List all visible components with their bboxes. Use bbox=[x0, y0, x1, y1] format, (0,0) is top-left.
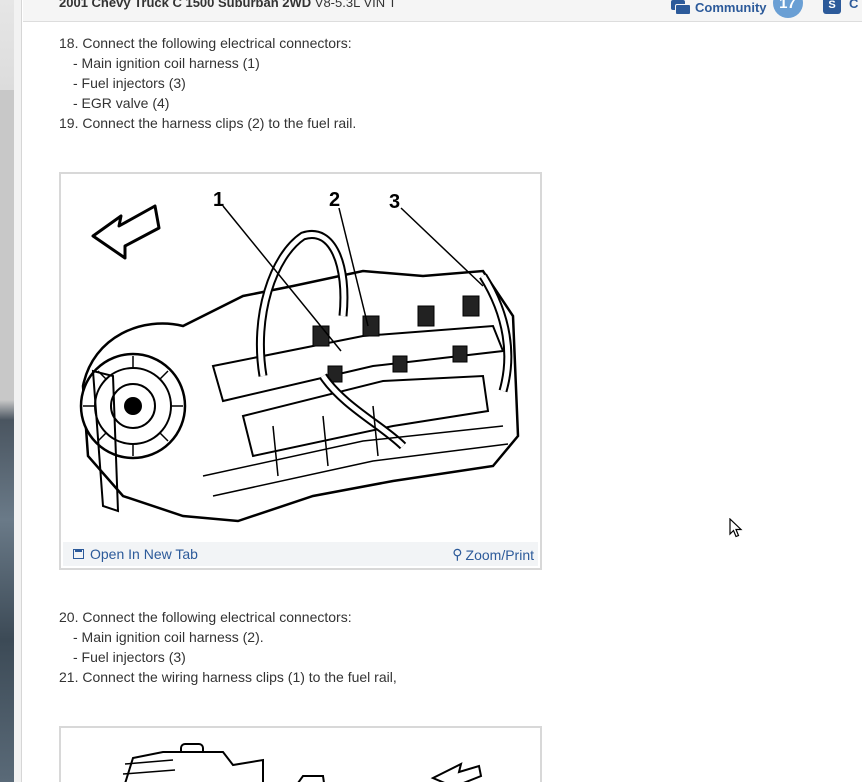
engine-harness-figure: 1 2 3 Open In New Tab ⚲ Zoom/Print bbox=[59, 172, 542, 570]
vehicle-header: 2001 Chevy Truck C 1500 Suburban 2WD V8-… bbox=[23, 0, 862, 22]
magnifier-icon: ⚲ bbox=[452, 546, 463, 562]
step-line: - Fuel injectors (3) bbox=[73, 75, 186, 91]
step-line: - Main ignition coil harness (1) bbox=[73, 55, 260, 71]
figure-toolbar: Open In New Tab ⚲ Zoom/Print bbox=[63, 542, 538, 566]
left-scrollbar[interactable] bbox=[14, 0, 22, 782]
fuel-rail-diagram[interactable] bbox=[63, 730, 538, 782]
callout-2: 2 bbox=[329, 189, 340, 211]
zoom-print-label: Zoom/Print bbox=[465, 546, 534, 563]
window-edge bbox=[0, 0, 14, 782]
step-line: - Main ignition coil harness (2). bbox=[73, 629, 264, 645]
community-count-badge: 17 bbox=[772, 0, 803, 18]
new-tab-icon bbox=[73, 549, 84, 559]
vehicle-title-model: 2001 Chevy Truck C 1500 Suburban 2WD bbox=[59, 0, 312, 10]
s-app-icon[interactable]: S bbox=[823, 0, 841, 14]
fuel-rail-figure bbox=[59, 726, 542, 782]
step-line: 21. Connect the wiring harness clips (1)… bbox=[59, 669, 397, 685]
step-line: - EGR valve (4) bbox=[73, 95, 170, 111]
chat-bubbles-icon bbox=[671, 0, 691, 15]
procedure-steps-18-19: 18. Connect the following electrical con… bbox=[59, 33, 356, 133]
engine-diagram[interactable]: 1 2 3 bbox=[63, 176, 538, 540]
mouse-pointer-icon bbox=[729, 518, 743, 538]
callout-3: 3 bbox=[389, 191, 400, 213]
procedure-steps-20-21: 20. Connect the following electrical con… bbox=[59, 607, 397, 687]
callout-1: 1 bbox=[213, 189, 224, 211]
step-line: - Fuel injectors (3) bbox=[73, 649, 186, 665]
step-line: 20. Connect the following electrical con… bbox=[59, 609, 352, 625]
step-line: 19. Connect the harness clips (2) to the… bbox=[59, 115, 357, 131]
vehicle-title: 2001 Chevy Truck C 1500 Suburban 2WD V8-… bbox=[59, 0, 396, 10]
community-label: Community bbox=[695, 0, 767, 15]
step-line: 18. Connect the following electrical con… bbox=[59, 35, 352, 51]
vehicle-title-engine: V8-5.3L VIN T bbox=[314, 0, 397, 10]
main-content: 2001 Chevy Truck C 1500 Suburban 2WD V8-… bbox=[23, 0, 862, 782]
s-app-label[interactable]: C bbox=[849, 0, 859, 11]
zoom-print-link[interactable]: ⚲ Zoom/Print bbox=[452, 546, 534, 563]
community-button[interactable]: Community 17 bbox=[671, 0, 803, 18]
open-in-new-tab-label: Open In New Tab bbox=[90, 546, 198, 562]
open-in-new-tab-link[interactable]: Open In New Tab bbox=[73, 546, 198, 562]
